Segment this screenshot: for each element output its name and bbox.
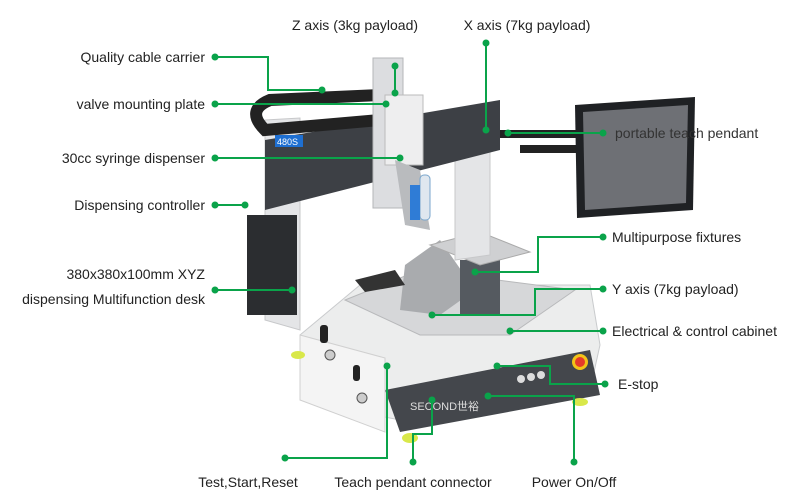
label-buttons: Test,Start,Reset [198, 474, 298, 490]
label-cable-carrier: Quality cable carrier [80, 49, 206, 65]
label-syringe: 30cc syringe dispenser [61, 150, 205, 166]
estop-button-icon [575, 357, 585, 367]
label-controller: Dispensing controller [74, 197, 205, 213]
model-badge: 480S [277, 137, 298, 147]
label-teach-pendant: portable teach pendant [615, 125, 759, 141]
label-y-axis: Y axis (7kg payload) [612, 281, 739, 297]
label-estop: E-stop [618, 376, 659, 392]
rotary-fixture [460, 260, 500, 315]
dispensing-controller [247, 215, 297, 315]
callout-lines [215, 43, 605, 462]
cable-carrier [250, 89, 381, 137]
brand-logo: SECOND世裕 [410, 400, 479, 413]
label-z-axis: Z axis (3kg payload) [291, 17, 419, 33]
label-valve-plate: valve mounting plate [76, 96, 205, 112]
label-desk-line1: 380x380x100mm XYZ [66, 266, 205, 282]
label-connector: Teach pendant connector [334, 474, 492, 490]
label-desk-line2: dispensing Multifunction desk [22, 291, 205, 307]
label-x-axis: X axis (7kg payload) [463, 17, 591, 33]
label-cabinet: Electrical & control cabinet [612, 323, 777, 339]
label-power: Power On/Off [531, 474, 617, 490]
syringe [419, 174, 431, 221]
label-fixtures: Multipurpose fixtures [612, 229, 742, 245]
callout-dots [211, 39, 609, 466]
